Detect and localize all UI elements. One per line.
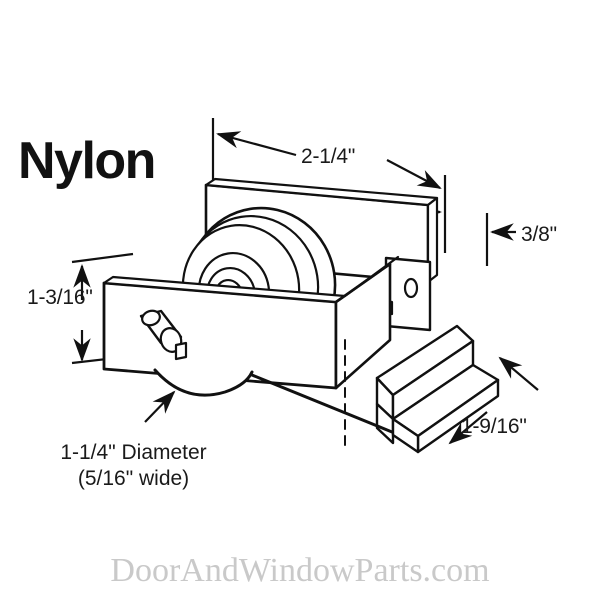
extension-line-left-top	[71, 252, 134, 264]
roller-assembly-drawing	[102, 177, 500, 454]
dimension-label-right-thickness: 3/8"	[521, 223, 557, 246]
caption-line-width: (5/16" wide)	[77, 467, 190, 490]
wheel-lower-arc	[153, 368, 254, 397]
page-title: Nylon	[18, 132, 156, 190]
screw-hole-upper	[403, 277, 419, 299]
bracket-channel-rail	[375, 324, 500, 454]
wheel-diameter-caption: 1-1/4" Diameter (5/16" wide)	[21, 440, 246, 492]
rail-lower-edge	[250, 373, 394, 434]
dimension-label-top-width: 2-1/4"	[301, 145, 356, 168]
dimension-arrow-lower-right-up	[498, 356, 539, 391]
dimension-arrow-lower-right-down	[448, 411, 488, 445]
dimension-label-left-height: 1-3/16"	[27, 286, 93, 309]
leader-top-left-arrow	[216, 131, 297, 157]
housing-deck	[334, 255, 400, 390]
leader-top-right-arrow	[386, 159, 442, 189]
dimension-lines-group	[71, 118, 539, 445]
mounting-slot	[139, 309, 188, 361]
leader-wheel-diameter-arrow	[144, 390, 176, 423]
caption-line-diameter: 1-1/4" Diameter	[60, 441, 207, 464]
dimension-label-lower-right-length: 1-9/16"	[461, 415, 527, 438]
housing-front-plate	[102, 275, 347, 390]
site-watermark: DoorAndWindowParts.com	[110, 552, 490, 589]
